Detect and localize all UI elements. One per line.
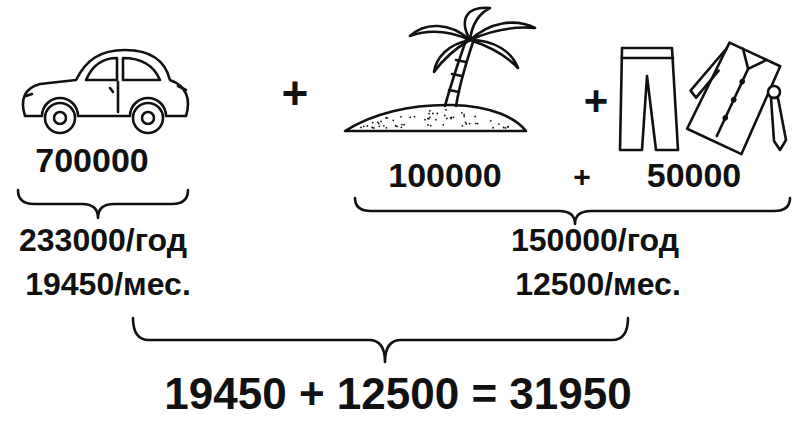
sand-dot	[465, 123, 467, 125]
sand-dot	[424, 119, 426, 121]
sand-dot	[432, 113, 434, 115]
sand-dot	[446, 118, 448, 120]
sand-dot	[427, 118, 429, 120]
sand-dot	[429, 110, 431, 112]
monthly-amount: 12500/мес.	[515, 268, 681, 300]
sand-dot	[380, 120, 382, 122]
plus-sign: +	[282, 70, 309, 116]
sand-dot	[450, 117, 452, 119]
sand-dot	[461, 112, 463, 114]
sand-dot	[378, 123, 380, 125]
monthly-amount: 19450/мес.	[25, 268, 191, 300]
sand-dot	[490, 120, 492, 122]
curly-brace	[133, 318, 628, 362]
sand-dot	[392, 119, 394, 121]
yearly-amount: 233000/год	[19, 224, 187, 256]
sand-dot	[400, 116, 402, 118]
sand-dot	[507, 126, 509, 128]
sand-dot	[461, 125, 463, 127]
sand-dot	[435, 119, 437, 121]
curly-brace	[355, 198, 790, 224]
sand-dot	[378, 125, 380, 127]
sand-dot	[395, 125, 397, 127]
sand-dot	[498, 123, 500, 125]
price-number: 100000	[388, 158, 501, 192]
clothes-drawing	[620, 36, 786, 154]
brace-group	[18, 190, 790, 362]
sand-dot	[507, 126, 509, 128]
sand-dot	[469, 123, 471, 125]
yearly-amount: 150000/год	[511, 224, 679, 256]
sand-dot	[450, 117, 452, 119]
sand-dot	[436, 113, 438, 115]
sand-dot	[401, 124, 403, 126]
sand-dot	[477, 123, 479, 125]
curly-brace	[18, 190, 188, 218]
sand-dot	[430, 125, 432, 127]
price-number: 50000	[647, 158, 742, 192]
sand-dot	[372, 122, 374, 124]
sand-dot	[371, 126, 373, 128]
sand-dot	[503, 127, 505, 129]
sand-dot	[474, 116, 476, 118]
sand-dot	[445, 109, 447, 111]
price-number: 700000	[35, 143, 148, 177]
sand-dot	[427, 124, 429, 126]
sand-dot	[403, 124, 405, 126]
sand-dot	[400, 126, 402, 128]
sand-dot	[444, 115, 446, 117]
sand-dot	[429, 117, 431, 119]
tie-drawing	[768, 86, 786, 150]
sand-dot	[475, 122, 477, 124]
sand-dot	[463, 114, 465, 116]
sand-dot	[453, 116, 455, 118]
sand-dot	[366, 125, 368, 127]
sand-dot	[385, 117, 387, 119]
sand-dot	[492, 127, 494, 129]
sand-dot	[463, 116, 465, 118]
sand-dot	[373, 127, 375, 129]
total-equation: 19450 + 12500 = 31950	[164, 372, 631, 416]
sand-dot	[371, 127, 373, 129]
sand-dot	[428, 113, 430, 115]
sand-dot	[442, 124, 444, 126]
car-drawing	[23, 50, 188, 133]
plus-sign: +	[584, 80, 609, 122]
sand-dots	[360, 109, 509, 129]
sand-dot	[414, 116, 416, 118]
sand-dot	[360, 127, 362, 129]
plus-sign: +	[573, 162, 591, 192]
sand-dot	[383, 125, 385, 127]
island-drawing	[345, 8, 535, 131]
sand-dot	[363, 125, 365, 127]
sand-dot	[409, 116, 411, 118]
shirt-drawing	[675, 36, 782, 154]
sand-dot	[386, 127, 388, 129]
sand-dot	[505, 127, 507, 129]
